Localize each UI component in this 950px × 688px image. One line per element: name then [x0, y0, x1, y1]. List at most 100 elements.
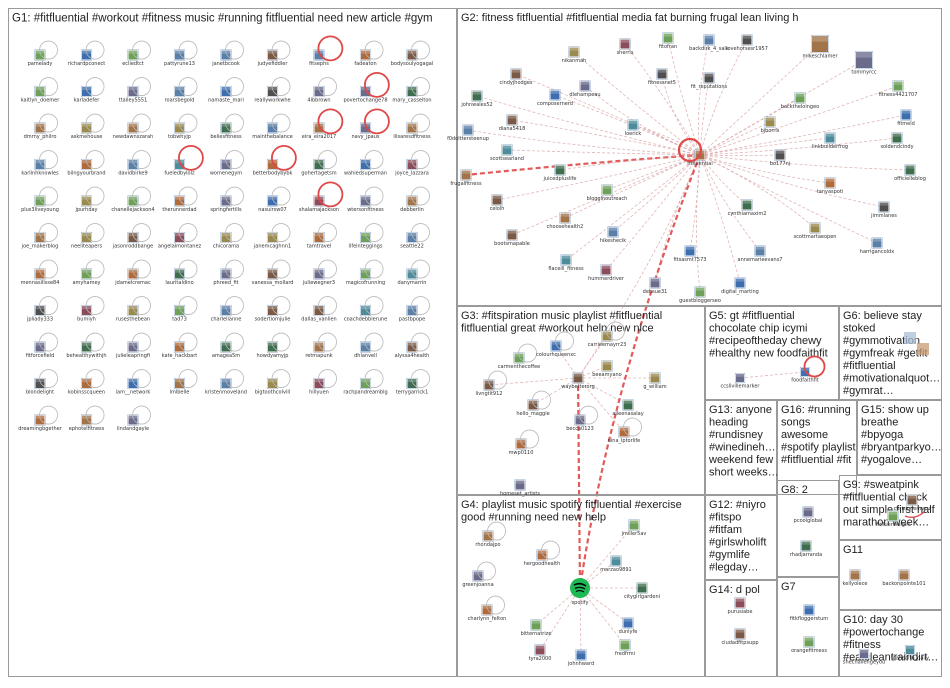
avatar-image	[361, 342, 370, 352]
node-karladefer[interactable]: karladefer	[74, 85, 100, 104]
node-label: bjborris	[761, 128, 780, 134]
node-fitsasmt7573[interactable]: fitsasmt7573	[674, 245, 707, 263]
avatar-image	[221, 233, 231, 242]
avatar-highlight	[531, 620, 541, 624]
node-label: debberlin	[400, 207, 424, 213]
node-cityglrlgardeni[interactable]: cityglrlgardeni	[624, 582, 660, 600]
node-backtheloingeo[interactable]: backtheloingeo	[781, 92, 819, 110]
node-rhadjarranda[interactable]: rhadjarranda	[790, 540, 822, 558]
avatar-image	[35, 50, 45, 60]
self-loop-edge	[85, 77, 105, 96]
node-tanyaspoti[interactable]: tanyaspoti	[817, 177, 843, 195]
node-bitternatrize[interactable]: bitternatrize	[521, 619, 552, 637]
group-title: G1: #fitfluential #workout #fitness musi…	[12, 13, 433, 25]
node-sherris[interactable]: sherris	[617, 38, 634, 56]
node-ciudadfitpsupp[interactable]: ciudadfitpsupp	[721, 628, 759, 646]
self-loop-edge	[177, 144, 204, 171]
node-diana5418[interactable]: diana5418	[499, 114, 526, 132]
node-mikeschlamer[interactable]: mikeschlamer	[802, 34, 838, 60]
node-annemarieevans7[interactable]: annemarieevans7	[738, 245, 783, 263]
node-chrisjonenzaru[interactable]: chrisjonenzaru	[894, 494, 931, 512]
node-blogginoutreach[interactable]: blogginoutreach	[587, 184, 628, 202]
node-label: jdamelcremac	[114, 280, 151, 286]
node-scottsearland[interactable]: scottsearland	[490, 144, 524, 162]
node-guestbloggerseo[interactable]: guestbloggerseo	[679, 286, 721, 304]
node-fit_reputations[interactable]: fit_reputations	[691, 72, 728, 90]
node-harrigancoldx[interactable]: harrigancoldx	[860, 237, 894, 255]
node-label: eira_eira2017	[302, 134, 336, 140]
node-alleenasalay[interactable]: alleenasalay	[612, 399, 644, 417]
node-johnhward[interactable]: johnhward	[567, 649, 594, 667]
node-celolh[interactable]: celolh	[490, 194, 505, 212]
node-nikanmah[interactable]: nikanmah	[562, 46, 587, 64]
node-fitmeld[interactable]: fitmeld	[897, 109, 915, 127]
group-title: #fitspo	[709, 512, 741, 524]
node-purusiabe[interactable]: purusiabe	[728, 597, 753, 615]
node-tyra2000[interactable]: tyra2000	[529, 644, 552, 662]
self-loop-edge	[477, 561, 496, 581]
node-cynthiamaxim2[interactable]: cynthiamaxim2	[728, 199, 767, 217]
node-tommyrcc[interactable]: tommyrcc	[851, 50, 877, 76]
node-pcoolglobal[interactable]: pcoolglobal	[794, 506, 823, 524]
avatar-image	[620, 39, 630, 49]
node-bo177nj[interactable]: bo177nj	[770, 149, 790, 167]
node-g_william[interactable]: g_william	[643, 372, 667, 390]
node-loerick[interactable]: loerick	[625, 119, 642, 137]
node-fitnessnet5[interactable]: fitnessnet5	[648, 68, 676, 86]
node-juicedpluslife[interactable]: juicedpluslife	[543, 164, 577, 182]
node-jmiller5av[interactable]: jmiller5av	[621, 519, 647, 537]
node-officielleblog[interactable]: officielleblog	[894, 164, 926, 182]
node-label: joyce_lazzara	[394, 171, 429, 177]
node-spotify[interactable]: spotify	[570, 578, 590, 606]
node-fitfluentialgirl[interactable]: fitfluentialgirl	[876, 510, 910, 528]
node-frugalfitness[interactable]: frugalfitness	[450, 169, 482, 187]
avatar-highlight	[515, 480, 525, 484]
avatar-image	[128, 233, 138, 242]
self-loop-edge	[520, 429, 539, 449]
node-backdirk_4_sale[interactable]: backdirk_4_sale	[689, 34, 729, 52]
node-bjborris[interactable]: bjborris	[761, 116, 780, 134]
node-dunlyfe[interactable]: dunlyfe	[619, 617, 638, 635]
node-kellyolece[interactable]: kellyolece	[843, 569, 868, 587]
node-johnwales52[interactable]: johnwales52	[460, 90, 493, 108]
node-cindyjhodges[interactable]: cindyjhodges	[499, 68, 533, 86]
node-label: blogginoutreach	[587, 196, 628, 202]
node-homeset_artists[interactable]: homeset_artists	[500, 479, 540, 497]
node-fdahealth_daily[interactable]: fdahealth_daily	[891, 644, 929, 662]
node-debsue31[interactable]: debsue31	[643, 277, 668, 295]
node-fitness4421707[interactable]: fitness4421707	[879, 80, 918, 98]
node-waybetterorg[interactable]: waybetterorg	[561, 372, 595, 390]
node-orangefitmess[interactable]: orangefitmess	[791, 636, 827, 654]
node-fitofran[interactable]: fitofran	[659, 32, 677, 50]
node-beeamyano[interactable]: beeamyano	[592, 360, 622, 378]
node-marzao9891[interactable]: marzao9891	[600, 555, 632, 573]
node-choosehealth2[interactable]: choosehealth2	[547, 212, 584, 230]
node-linkbuilderfrog[interactable]: linkbuilderfrog	[812, 132, 848, 150]
node-fredfrmi[interactable]: fredfrmi	[615, 639, 635, 657]
avatar-image	[904, 332, 916, 344]
node-kaitlyn_doemer[interactable]: kaitlyn_doemer	[21, 85, 60, 104]
node-label: lauritaldino	[165, 280, 193, 286]
node-backonpointe101[interactable]: backonpointe101	[882, 569, 926, 587]
node-lovehorsesr1957[interactable]: lovehorsesr1957	[726, 34, 768, 52]
node-soldendcindy[interactable]: soldendcindy	[880, 132, 914, 150]
avatar-image	[735, 598, 745, 608]
node-bootsmapable[interactable]: bootsmapable	[494, 229, 530, 247]
node-fitkfloggerstum[interactable]: fitkfloggerstum	[790, 604, 828, 622]
node-shechallengeyou[interactable]: shechallengeyou	[843, 648, 885, 666]
node-flaceill_fitness[interactable]: flaceill_fitness	[548, 254, 584, 272]
node-dlehampeau[interactable]: dlehampeau	[569, 80, 601, 98]
node-dreamingbgether[interactable]: dreamingbgether	[18, 414, 63, 432]
self-loop-edge	[532, 390, 551, 410]
edge	[699, 121, 771, 156]
node-composernerd[interactable]: composernerd	[537, 89, 573, 107]
avatar-image	[602, 361, 612, 371]
self-loop-edge	[178, 296, 198, 315]
node-scottmartaeopen[interactable]: scottmartaeopen	[794, 222, 837, 240]
node-jimmlanes[interactable]: jimmlanes	[870, 201, 897, 219]
node-hikeshecik[interactable]: hikeshecik	[600, 226, 626, 244]
node-f0dolttersteenup[interactable]: f0dolttersteenup	[447, 124, 489, 142]
node-ccslivillemarker[interactable]: ccslivillemarker	[721, 372, 761, 390]
node-digital_marting[interactable]: digital_marting	[721, 277, 759, 295]
node-hummerdriver[interactable]: hummerdriver	[588, 264, 625, 282]
